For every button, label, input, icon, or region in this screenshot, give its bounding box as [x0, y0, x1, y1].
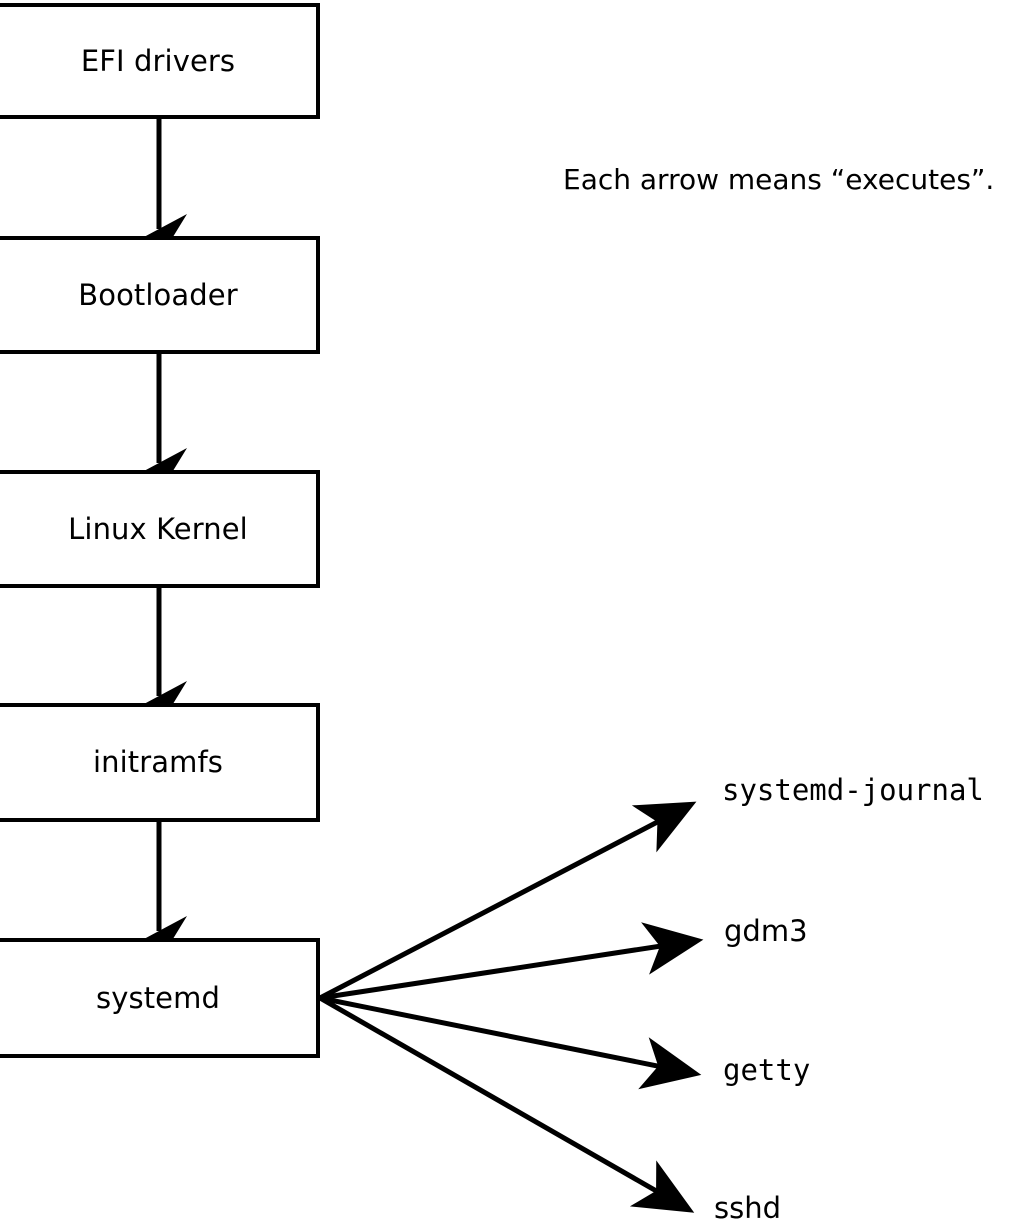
- leaf-label-sshd: sshd: [714, 1191, 782, 1225]
- stage-label-bootloader: Bootloader: [78, 277, 238, 312]
- stage-box-linux-kernel: Linux Kernel: [0, 470, 320, 588]
- stage-label-initramfs: initramfs: [92, 745, 224, 779]
- stage-box-initramfs: initramfs: [0, 703, 320, 822]
- stage-label-efi-drivers: EFI drivers: [80, 43, 236, 78]
- stage-label-linux-kernel: Linux Kernel: [68, 511, 248, 546]
- stage-box-bootloader: Bootloader: [0, 236, 320, 354]
- diagram-caption: Each arrow means “executes”.: [563, 163, 995, 196]
- arrow-systemd-to-sshd: [318, 995, 695, 1213]
- arrow-systemd-to-systemd-journal: [318, 801, 697, 1001]
- stage-box-systemd: systemd: [0, 938, 320, 1058]
- fanout-arrow-group: [318, 801, 704, 1213]
- arrow-systemd-to-getty: [319, 995, 702, 1090]
- leaf-label-getty: getty: [723, 1053, 811, 1087]
- arrow-systemd-to-gdm3: [319, 922, 704, 1001]
- stage-label-systemd: systemd: [96, 980, 220, 1015]
- leaf-label-gdm3: gdm3: [724, 914, 808, 948]
- leaf-label-systemd-journal: systemd-journal: [722, 773, 984, 807]
- stage-box-efi-drivers: EFI drivers: [0, 3, 320, 119]
